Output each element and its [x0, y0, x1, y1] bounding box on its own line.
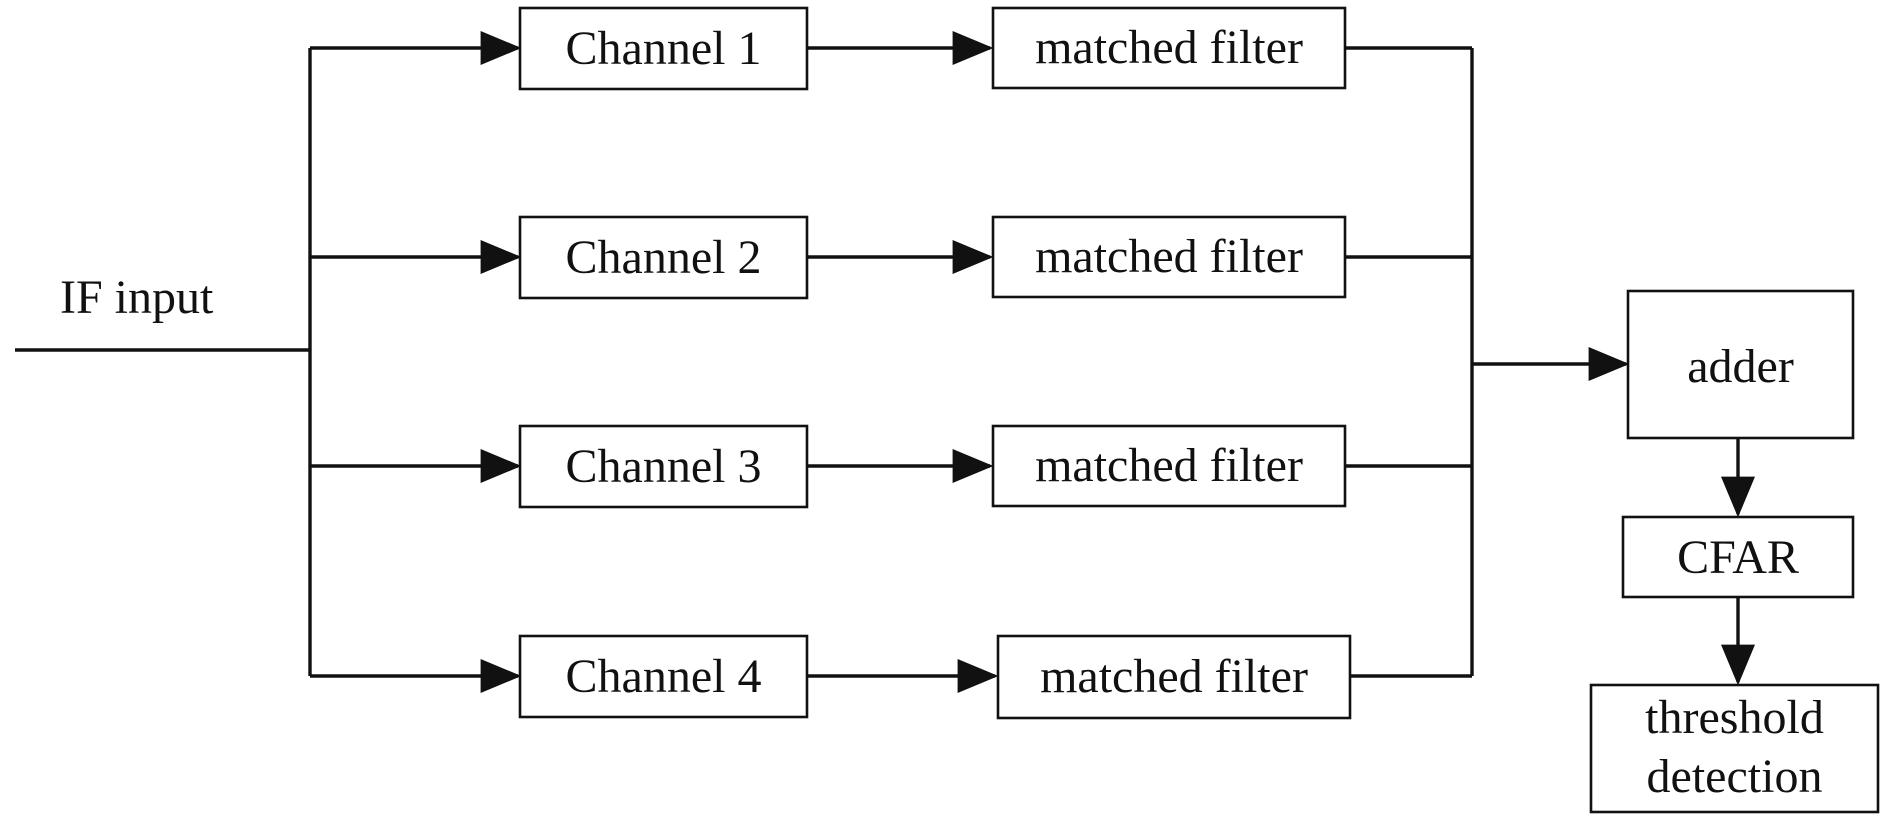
channel-4-box: Channel 4 [518, 634, 809, 719]
matched-filter-2-box: matched filter [991, 215, 1347, 299]
matched-filter-2-label: matched filter [1035, 230, 1303, 283]
matched-filter-1-box: matched filter [991, 6, 1347, 90]
cfar-box: CFAR [1621, 515, 1855, 599]
cfar-label: CFAR [1677, 531, 1799, 584]
channel-1-label: Channel 1 [566, 22, 762, 75]
threshold-detection-box: threshold detection [1589, 683, 1880, 814]
adder-label: adder [1687, 340, 1794, 393]
channel-4-label: Channel 4 [566, 650, 762, 703]
matched-filter-4-box: matched filter [996, 634, 1352, 720]
matched-filter-4-label: matched filter [1040, 650, 1308, 703]
threshold-label-line-1: threshold [1645, 691, 1824, 744]
channel-3-label: Channel 3 [566, 440, 762, 493]
matched-filter-3-box: matched filter [991, 424, 1347, 508]
matched-filter-1-label: matched filter [1035, 21, 1303, 74]
channel-2-box: Channel 2 [518, 215, 809, 300]
matched-filter-3-label: matched filter [1035, 439, 1303, 492]
channel-3-box: Channel 3 [518, 424, 809, 509]
threshold-label-line-2: detection [1647, 750, 1823, 803]
if-input-label: IF input [60, 271, 214, 324]
adder-box: adder [1626, 289, 1855, 440]
channel-1-box: Channel 1 [518, 6, 809, 91]
channel-2-label: Channel 2 [566, 231, 762, 284]
